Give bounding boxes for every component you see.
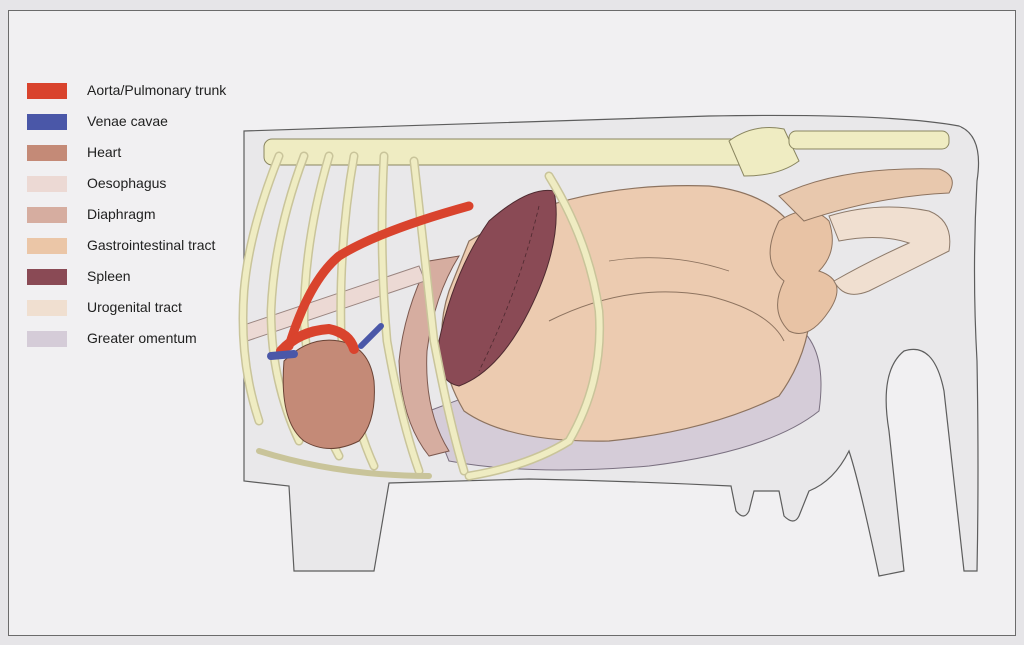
rectum xyxy=(778,168,953,222)
legend-item-diaphragm: Diaphragm xyxy=(27,205,155,225)
anatomy-illustration xyxy=(238,114,980,577)
legend-label: Aorta/Pulmonary trunk xyxy=(87,82,227,98)
legend-swatch xyxy=(27,331,67,347)
legend-item-oesophagus: Oesophagus xyxy=(27,174,166,194)
legend-item-spleen: Spleen xyxy=(27,267,131,287)
legend-swatch xyxy=(27,269,67,285)
legend-swatch xyxy=(27,207,67,223)
rumen-fold xyxy=(548,291,785,342)
legend-label: Heart xyxy=(87,144,122,160)
legend-item-heart: Heart xyxy=(27,143,121,163)
legend-swatch xyxy=(27,145,67,161)
vertebral-column xyxy=(263,127,950,177)
legend-item-greater-omentum: Greater omentum xyxy=(27,329,197,349)
caudal-vena-cava xyxy=(358,323,384,349)
legend-label: Urogenital tract xyxy=(87,299,182,315)
intestines xyxy=(769,210,838,334)
legend-item-urogenital-tract: Urogenital tract xyxy=(27,298,182,318)
rumen-fold-2 xyxy=(608,257,730,272)
legend-label: Oesophagus xyxy=(87,175,167,191)
heart xyxy=(282,339,375,449)
legend-label: Spleen xyxy=(87,268,131,284)
legend-swatch xyxy=(27,238,67,254)
legend-item-aorta: Aorta/Pulmonary trunk xyxy=(27,81,226,101)
legend-label: Gastrointestinal tract xyxy=(87,237,216,253)
spleen-crease xyxy=(478,205,540,372)
legend-swatch xyxy=(27,83,67,99)
figure-panel: Aorta/Pulmonary trunk Venae cavae Heart … xyxy=(8,10,1016,636)
legend-label: Diaphragm xyxy=(87,206,156,222)
venae-cavae xyxy=(267,350,298,360)
pulmonary-trunk xyxy=(276,323,359,356)
legend-swatch xyxy=(27,300,67,316)
legend-swatch xyxy=(27,114,67,130)
ribs-highlight xyxy=(240,153,603,479)
legend-swatch xyxy=(27,176,67,192)
legend-label: Greater omentum xyxy=(87,330,197,346)
urogenital-tract xyxy=(828,206,951,295)
legend-item-gastrointestinal-tract: Gastrointestinal tract xyxy=(27,236,215,256)
legend-label: Venae cavae xyxy=(87,113,168,129)
aorta xyxy=(284,201,474,351)
sternum xyxy=(256,448,432,479)
legend-item-venae-cavae: Venae cavae xyxy=(27,112,168,132)
